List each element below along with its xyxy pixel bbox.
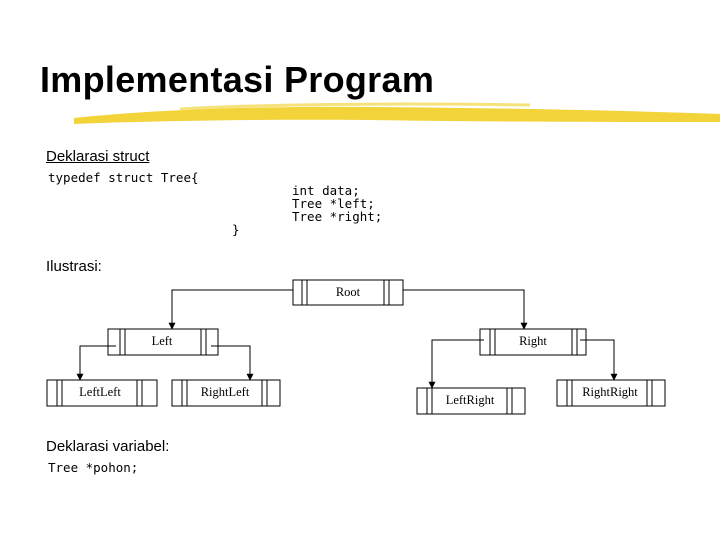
right-connectors	[428, 339, 618, 389]
node-left: Left	[107, 328, 219, 356]
node-root-label: Root	[336, 285, 361, 299]
node-right-right: RightRight	[556, 379, 666, 407]
node-left-left-label: LeftLeft	[79, 385, 121, 399]
node-left-right: LeftRight	[416, 387, 526, 415]
node-root: Root	[292, 279, 404, 306]
node-right-left: RightLeft	[171, 379, 281, 407]
struct-code-line-4: Tree *right;	[292, 209, 383, 224]
struct-heading: Deklarasi struct	[46, 148, 150, 165]
node-right: Right	[479, 328, 587, 356]
node-right-right-label: RightRight	[582, 385, 638, 399]
struct-code-line-1: typedef struct Tree{	[48, 170, 199, 185]
node-right-left-label: RightLeft	[201, 385, 250, 399]
node-left-left: LeftLeft	[46, 379, 158, 407]
node-left-label: Left	[152, 334, 173, 348]
root-connectors	[168, 289, 528, 330]
title-underline-bar	[74, 102, 720, 124]
left-connectors	[76, 345, 254, 381]
variable-heading: Deklarasi variabel:	[46, 438, 170, 455]
struct-code-line-3: Tree *left;	[292, 196, 375, 211]
struct-code-line-5: }	[232, 222, 240, 237]
illustration-heading: Ilustrasi:	[46, 258, 102, 275]
variable-code-line-1: Tree *pohon;	[48, 460, 139, 475]
node-left-right-label: LeftRight	[446, 393, 495, 407]
slide-title: Implementasi Program	[40, 59, 435, 100]
node-right-label: Right	[519, 334, 547, 348]
struct-code-line-2: int data;	[292, 183, 360, 198]
